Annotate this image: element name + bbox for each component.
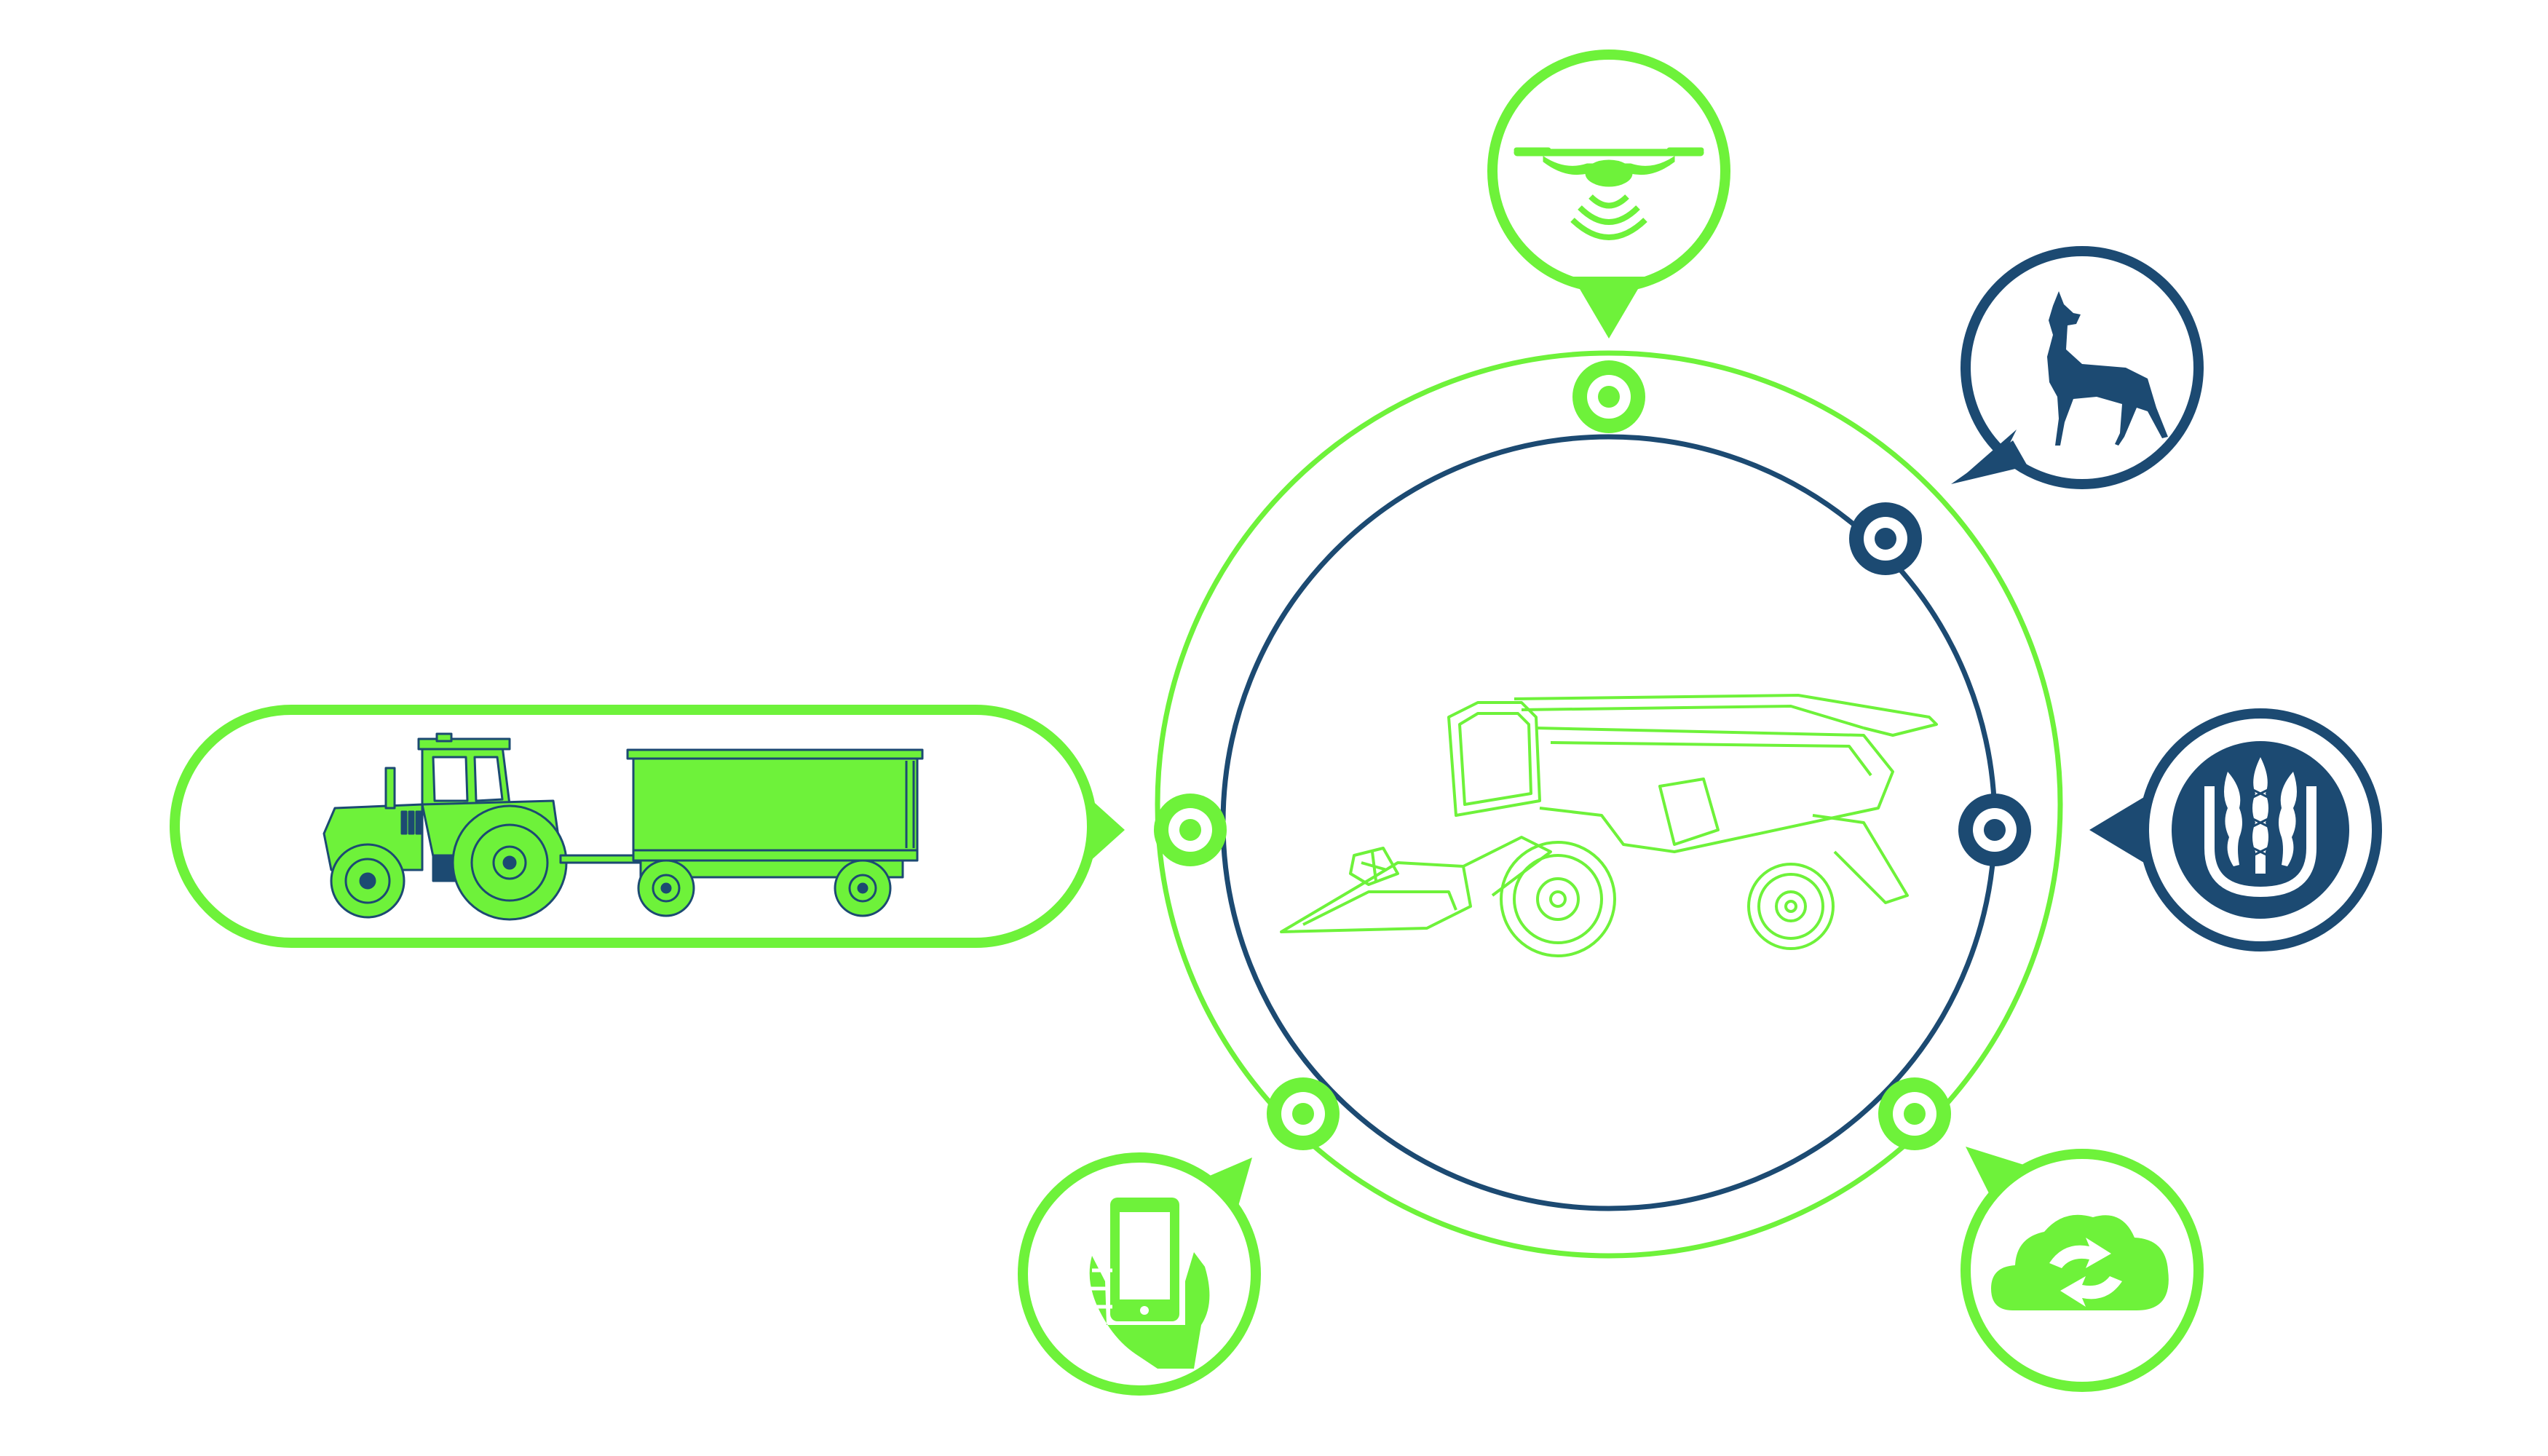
connector-node-lower-right [1878,1077,1951,1150]
drone-icon [1514,147,1704,240]
mobile-bubble [1018,1152,1261,1396]
wheat-icon [2204,757,2316,898]
cloud-sync-icon [1991,1214,2169,1310]
cloud-sync-bubble [1961,1147,2204,1392]
connector-node-right [1958,794,2031,866]
grain-bubble [2089,708,2382,951]
outer-ring [1155,350,2063,1259]
tractor-trailer-icon [323,732,924,921]
transport-bubble [170,705,1125,948]
wildlife-bubble [1951,246,2204,489]
connector-node-left [1154,794,1227,866]
smartphone-hand-icon [1089,1198,1210,1369]
connector-node-upper-right [1849,502,1922,575]
connector-node-lower-left [1267,1077,1340,1150]
deer-icon [2047,291,2168,446]
drone-bubble [1487,50,1730,339]
combine-harvester-icon [1280,694,1938,957]
connector-node-top [1572,360,1645,433]
